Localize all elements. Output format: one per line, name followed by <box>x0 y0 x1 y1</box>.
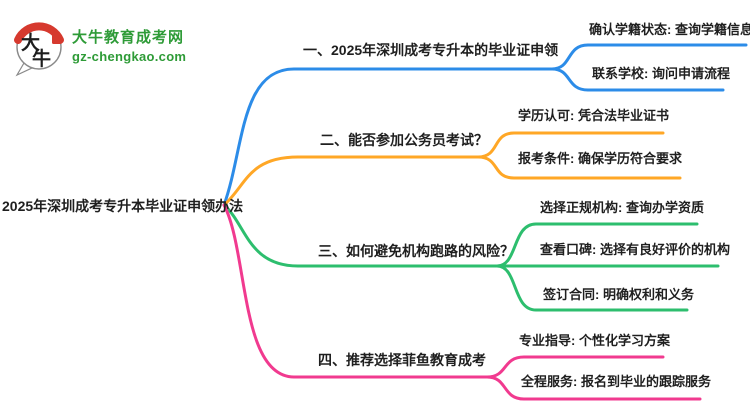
branch-4-child-2: 全程服务: 报名到毕业的跟踪服务 <box>521 374 711 389</box>
site-name: 大牛教育成考网 <box>72 29 185 46</box>
branch-1-label: 一、2025年深圳成考专升本的毕业证申领 <box>303 42 559 58</box>
branch-3-child-3: 签订合同: 明确权利和义务 <box>543 287 694 302</box>
svg-text:牛: 牛 <box>32 47 51 70</box>
site-url: gz-chengkao.com <box>72 49 187 64</box>
branch-3-child-2: 查看口碑: 选择有良好评价的机构 <box>540 242 730 257</box>
branch-2-child-1: 学历认可: 凭合法毕业证书 <box>518 108 669 123</box>
logo-bubble-icon: 大 牛 <box>14 22 64 77</box>
branch-2-child-2: 报考条件: 确保学历符合要求 <box>518 151 682 166</box>
site-logo: 大 牛 大牛教育成考网 gz-chengkao.com <box>12 18 186 78</box>
branch-2-label: 二、能否参加公务员考试？ <box>320 132 488 148</box>
svg-text:大: 大 <box>21 31 40 54</box>
branch-4-label: 四、推荐选择菲鱼教育成考 <box>318 352 486 368</box>
branch-1-child-2: 联系学校: 询问申请流程 <box>592 66 730 81</box>
branch-3-label: 三、如何避免机构跑路的风险？ <box>318 243 514 259</box>
branch-3-child-1: 选择正规机构: 查询办学资质 <box>540 200 704 215</box>
branch-4-child-1: 专业指导: 个性化学习方案 <box>519 333 670 348</box>
central-topic: 2025年深圳成考专升本毕业证申领办法 <box>2 198 244 214</box>
branch-1-child-1: 确认学籍状态: 查询学籍信息 <box>589 22 750 37</box>
